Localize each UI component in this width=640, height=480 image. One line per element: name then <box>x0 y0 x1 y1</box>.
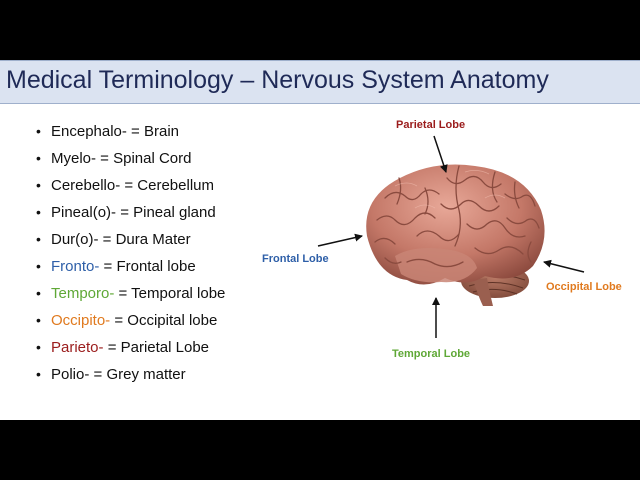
callout-arrows <box>317 135 585 338</box>
term-prefix: Encephalo- <box>51 123 127 140</box>
list-item: • Pineal(o)- = Pineal gland <box>36 199 225 226</box>
list-item: • Encephalo- = Brain <box>36 118 225 145</box>
bullet-icon: • <box>36 258 41 274</box>
bullet-icon: • <box>36 150 41 166</box>
term-meaning: = Cerebellum <box>120 177 214 194</box>
term-prefix: Pineal(o)- <box>51 204 117 221</box>
term-prefix: Myelo- <box>51 150 97 167</box>
title-bar: Medical Terminology – Nervous System Ana… <box>0 60 640 104</box>
frontal-lobe-label: Frontal Lobe <box>262 253 329 265</box>
term-list: • Encephalo- = Brain • Myelo- = Spinal Cor… <box>36 118 225 388</box>
list-item: • Polio- = Grey matter <box>36 361 225 388</box>
parietal-arrow <box>433 135 448 173</box>
term-meaning: = Frontal lobe <box>99 258 196 275</box>
slide: Medical Terminology – Nervous System Ana… <box>0 60 640 420</box>
bullet-icon: • <box>36 204 41 220</box>
term-prefix: Occipito- <box>51 312 111 329</box>
term-meaning: = Pineal gland <box>116 204 216 221</box>
term-prefix: Dur(o)- <box>51 231 99 248</box>
term-prefix: Cerebello- <box>51 177 121 194</box>
brain-icon <box>366 164 545 306</box>
bullet-icon: • <box>36 177 41 193</box>
bullet-icon: • <box>36 285 41 301</box>
term-meaning: = Occipital lobe <box>110 312 218 329</box>
term-meaning: = Parietal Lobe <box>103 339 210 356</box>
bullet-icon: • <box>36 366 41 382</box>
temporal-lobe-label: Temporal Lobe <box>392 348 471 360</box>
occipital-arrow <box>543 259 585 273</box>
term-meaning: = Dura Mater <box>98 231 191 248</box>
bullet-icon: • <box>36 312 41 328</box>
list-item: • Myelo- = Spinal Cord <box>36 145 225 172</box>
bullet-icon: • <box>36 123 41 139</box>
list-item: • Cerebello- = Cerebellum <box>36 172 225 199</box>
list-item: • Fronto- = Frontal lobe <box>36 253 225 280</box>
slide-title: Medical Terminology – Nervous System Ana… <box>6 66 549 94</box>
list-item: • Dur(o)- = Dura Mater <box>36 226 225 253</box>
term-prefix: Fronto- <box>51 258 100 275</box>
occipital-lobe-label: Occipital Lobe <box>546 281 622 293</box>
term-prefix: Temporo- <box>51 285 115 302</box>
frontal-arrow <box>317 233 363 247</box>
list-item: • Parieto- = Parietal Lobe <box>36 334 225 361</box>
term-meaning: = Grey matter <box>89 366 186 383</box>
list-item: • Temporo- = Temporal lobe <box>36 280 225 307</box>
term-prefix: Parieto- <box>51 339 104 356</box>
bullet-icon: • <box>36 339 41 355</box>
term-meaning: = Spinal Cord <box>96 150 192 167</box>
bullet-icon: • <box>36 231 41 247</box>
term-meaning: = Brain <box>126 123 180 140</box>
term-meaning: = Temporal lobe <box>114 285 226 302</box>
parietal-lobe-label: Parietal Lobe <box>396 119 466 131</box>
term-prefix: Polio- <box>51 366 90 383</box>
list-item: • Occipito- = Occipital lobe <box>36 307 225 334</box>
